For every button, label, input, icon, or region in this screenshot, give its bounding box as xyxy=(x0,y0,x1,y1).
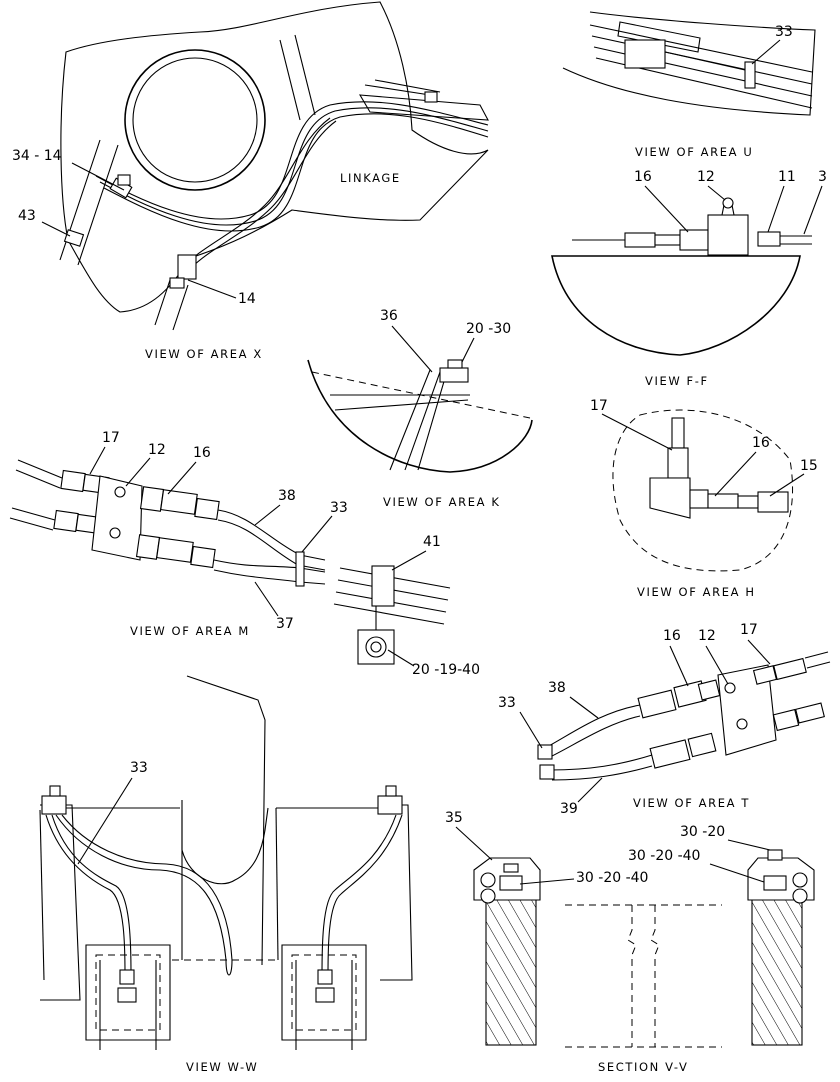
callout-h-0: 17 xyxy=(590,398,608,414)
callout-ff-3: 3 xyxy=(818,169,827,185)
callout-ff-1: 12 xyxy=(697,169,715,185)
view-area-k-caption: VIEW OF AREA K xyxy=(383,495,500,509)
callout-x-2: 14 xyxy=(238,291,256,307)
callout-ff-2: 11 xyxy=(778,169,796,185)
clamp-detail: 41 20 -19-40 xyxy=(333,534,480,678)
callout-ff-0: 16 xyxy=(634,169,652,185)
view-area-h-caption: VIEW OF AREA H xyxy=(637,585,756,599)
view-area-h: 17 16 15 VIEW OF AREA H xyxy=(590,398,818,599)
view-area-t: 16 12 17 33 38 39 VIEW OF AREA T xyxy=(498,622,831,817)
callout-t-4: 38 xyxy=(548,680,566,696)
linkage-bore-inner xyxy=(132,57,258,183)
view-area-t-caption: VIEW OF AREA T xyxy=(633,796,750,810)
post-right xyxy=(751,894,803,1046)
callout-u-0: 33 xyxy=(775,24,793,40)
callout-vv-0: 35 xyxy=(445,810,463,826)
callout-vv-3: 30 -20 -40 xyxy=(576,870,648,886)
callout-t-1: 12 xyxy=(698,628,716,644)
callout-t-3: 33 xyxy=(498,695,516,711)
tube-right-x xyxy=(154,254,197,331)
linkage-bore-outer xyxy=(124,49,266,191)
tube-left-x xyxy=(59,139,133,266)
section-v-v: 35 30 -20 30 -20 -40 30 -20 -40 SECTION … xyxy=(445,810,815,1074)
callout-k-1: 20 -30 xyxy=(466,321,511,337)
callout-t-5: 39 xyxy=(560,801,578,817)
callout-x-1: 43 xyxy=(18,208,36,224)
callout-h-1: 16 xyxy=(752,435,770,451)
callout-vv-1: 30 -20 xyxy=(680,824,725,840)
view-w-w: 33 VIEW W-W xyxy=(39,675,413,1074)
callout-m-0: 17 xyxy=(102,430,120,446)
callout-k-0: 36 xyxy=(380,308,398,324)
callout-x-0: 34 - 14 xyxy=(12,148,62,164)
hose-bundle-x xyxy=(95,101,489,269)
view-area-m-caption: VIEW OF AREA M xyxy=(130,624,250,638)
callout-h-2: 15 xyxy=(800,458,818,474)
callout-t-0: 16 xyxy=(663,628,681,644)
callout-ww-0: 33 xyxy=(130,760,148,776)
view-area-x-caption: VIEW OF AREA X xyxy=(145,347,263,361)
view-area-x: LINKAGE 34 - 14 43 14 VIEW OF AREA X xyxy=(12,1,489,361)
linkage-outline xyxy=(60,1,489,313)
callout-t-2: 17 xyxy=(740,622,758,638)
view-area-k: 36 20 -30 VIEW OF AREA K xyxy=(307,308,533,509)
callout-m-5: 37 xyxy=(276,616,294,632)
linkage-label: LINKAGE xyxy=(340,171,401,185)
callout-clamp-1: 20 -19-40 xyxy=(412,662,480,678)
view-area-m: 17 12 16 38 33 37 VIEW OF AREA M xyxy=(9,430,348,638)
callout-vv-2: 30 -20 -40 xyxy=(628,848,700,864)
view-f-f-caption: VIEW F-F xyxy=(645,374,709,388)
section-v-v-caption: SECTION V-V xyxy=(598,1060,688,1074)
callout-m-2: 16 xyxy=(193,445,211,461)
callout-m-3: 38 xyxy=(278,488,296,504)
view-area-u-caption: VIEW OF AREA U xyxy=(635,145,753,159)
view-area-u: 33 VIEW OF AREA U xyxy=(562,11,816,159)
view-w-w-caption: VIEW W-W xyxy=(186,1060,258,1074)
post-left xyxy=(485,894,537,1046)
callout-clamp-0: 41 xyxy=(423,534,441,550)
view-f-f: 16 12 11 3 VIEW F-F xyxy=(551,169,827,388)
callout-m-1: 12 xyxy=(148,442,166,458)
callout-m-4: 33 xyxy=(330,500,348,516)
